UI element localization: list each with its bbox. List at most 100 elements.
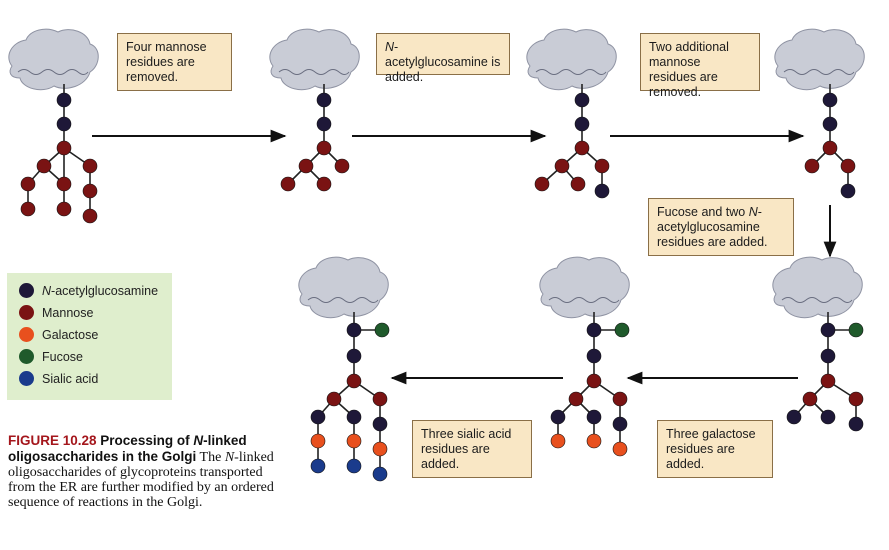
galactose-residue [310, 433, 326, 449]
figure-caption: FIGURE 10.28 Processing of N-linked olig… [8, 433, 278, 510]
glcnac-residue [586, 348, 602, 364]
glcnac-residue [316, 92, 332, 108]
legend-item-fucose: Fucose [19, 348, 83, 366]
sialic-residue [310, 458, 326, 474]
mannose-residue [56, 140, 72, 156]
mannose-residue [56, 176, 72, 192]
protein-cloud [772, 256, 863, 319]
structure-2 [269, 28, 360, 192]
structure-7 [298, 256, 390, 482]
mannose-residue [594, 158, 610, 174]
mannose-residue [848, 391, 864, 407]
mannose-residue [840, 158, 856, 174]
process-arrows [92, 129, 837, 385]
sialic-residue [372, 466, 388, 482]
legend-item-galactose: Galactose [19, 326, 98, 344]
mannose-residue [574, 140, 590, 156]
glcnac-residue [550, 409, 566, 425]
mannose-residue [20, 176, 36, 192]
mannose-residue [82, 158, 98, 174]
galactose-residue [612, 441, 628, 457]
glcnac-residue [822, 116, 838, 132]
fucose-swatch [19, 349, 34, 365]
step-box-2: N-acetylglucosamine is added. [376, 33, 510, 84]
step-box-1: Four mannose residues are removed. [117, 33, 232, 91]
mannose-swatch [19, 305, 34, 321]
glcnac-residue [316, 116, 332, 132]
mannose-residue [280, 176, 296, 192]
mannose-residue [568, 391, 584, 407]
mannose-residue [316, 176, 332, 192]
protein-cloud [526, 28, 617, 91]
step-box-5: Three galactose residues are added. [657, 420, 773, 478]
glcnac-residue [574, 92, 590, 108]
legend: N-acetylglucosamine Mannose Galactose Fu… [7, 273, 172, 400]
fucose-residue [374, 322, 390, 338]
structure-5 [772, 256, 864, 432]
mannose-residue [82, 183, 98, 199]
glcnac-residue [786, 409, 802, 425]
protein-cloud [269, 28, 360, 91]
step-box-6: Three sialic acid residues are added. [412, 420, 532, 478]
glcnac-residue [346, 348, 362, 364]
legend-item-sialic-acid: Sialic acid [19, 370, 98, 388]
step-box-3: Two additional mannose residues are remo… [640, 33, 760, 99]
mannose-residue [36, 158, 52, 174]
fucose-residue [848, 322, 864, 338]
mannose-residue [372, 391, 388, 407]
mannose-residue [570, 176, 586, 192]
galactose-residue [550, 433, 566, 449]
mannose-residue [346, 373, 362, 389]
glcnac-residue [820, 322, 836, 338]
glcnac-swatch [19, 283, 34, 299]
mannose-residue [612, 391, 628, 407]
mannose-residue [20, 201, 36, 217]
mannose-residue [326, 391, 342, 407]
mannose-residue [316, 140, 332, 156]
figure-title: Processing of N-linked oligosaccharides … [8, 433, 247, 464]
sialic-residue [346, 458, 362, 474]
structure-3 [526, 28, 617, 199]
glcnac-residue [586, 322, 602, 338]
glcnac-residue [820, 348, 836, 364]
mannose-residue [56, 201, 72, 217]
galactose-swatch [19, 327, 34, 343]
mannose-residue [334, 158, 350, 174]
structure-4 [774, 28, 865, 199]
glcnac-residue [586, 409, 602, 425]
glcnac-residue [594, 183, 610, 199]
sialic-acid-swatch [19, 371, 34, 387]
glcnac-residue [840, 183, 856, 199]
glcnac-residue [612, 416, 628, 432]
mannose-residue [586, 373, 602, 389]
glcnac-residue [56, 116, 72, 132]
mannose-residue [82, 208, 98, 224]
legend-item-glcnac: N-acetylglucosamine [19, 282, 158, 300]
glcnac-residue [848, 416, 864, 432]
protein-cloud [8, 28, 99, 91]
protein-cloud [298, 256, 389, 319]
oligosaccharide-structures [8, 28, 865, 482]
mannose-residue [298, 158, 314, 174]
mannose-residue [822, 140, 838, 156]
glcnac-residue [820, 409, 836, 425]
galactose-residue [346, 433, 362, 449]
step-box-4: Fucose and two N-acetylglucosamine resid… [648, 198, 794, 256]
structure-1 [8, 28, 99, 224]
fucose-residue [614, 322, 630, 338]
legend-item-mannose: Mannose [19, 304, 93, 322]
glcnac-residue [56, 92, 72, 108]
glcnac-residue [574, 116, 590, 132]
mannose-residue [534, 176, 550, 192]
protein-cloud [539, 256, 630, 319]
galactose-residue [586, 433, 602, 449]
glcnac-residue [346, 409, 362, 425]
glcnac-residue [310, 409, 326, 425]
figure-body: The N-linked oligosaccharides of glycopr… [8, 450, 274, 510]
figure-number: FIGURE 10.28 [8, 433, 97, 448]
mannose-residue [820, 373, 836, 389]
mannose-residue [804, 158, 820, 174]
structure-6 [539, 256, 630, 457]
glcnac-residue [372, 416, 388, 432]
